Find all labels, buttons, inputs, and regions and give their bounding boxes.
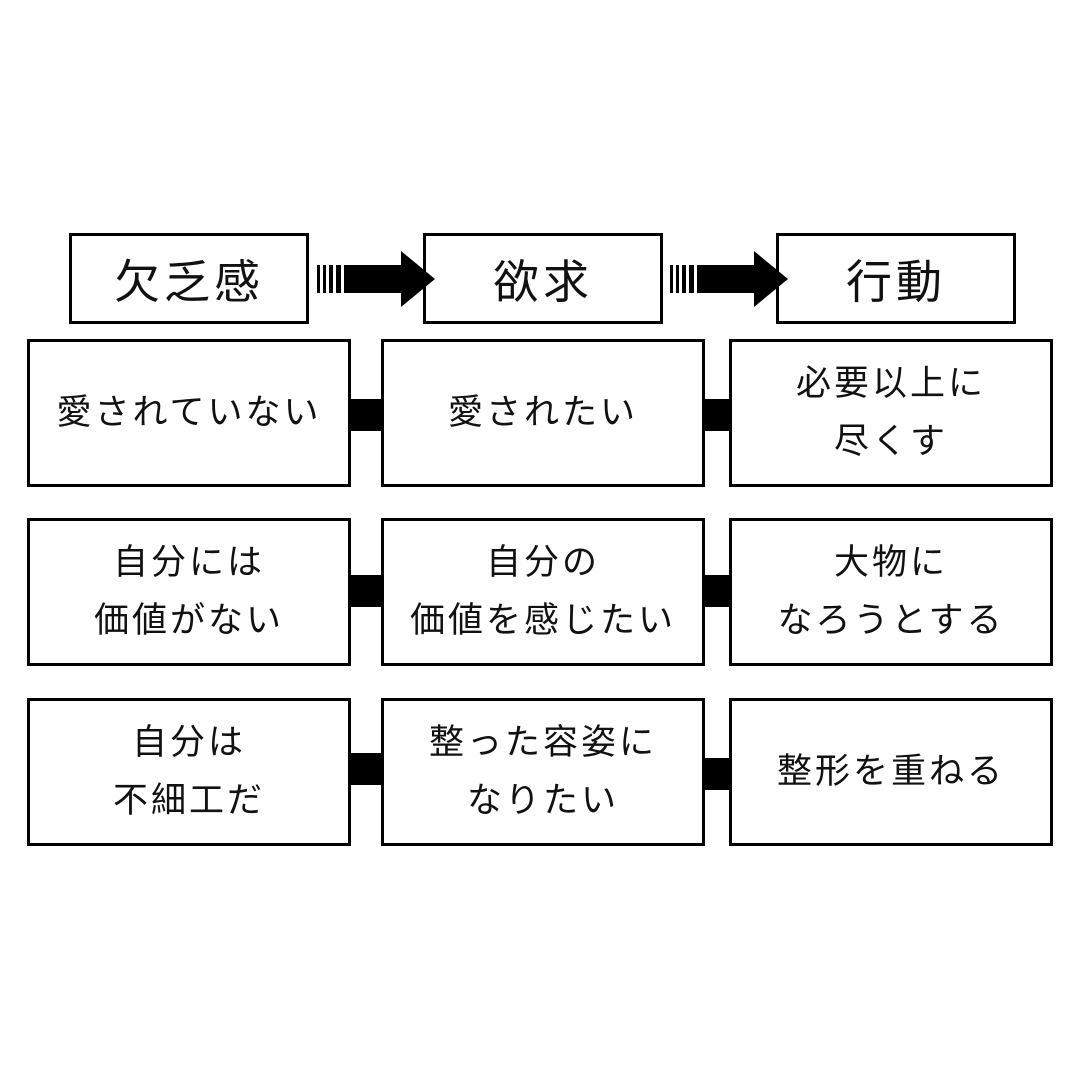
bar-connector [704, 758, 731, 790]
striped-right-arrow-icon [670, 251, 788, 307]
row-1-action-line-1: 必要以上に [795, 364, 986, 404]
row-1-desire-line-1: 愛されたい [447, 393, 638, 433]
row-3-desire: 整った容姿に なりたい [381, 698, 705, 846]
row-1-lack-line-1: 愛されていない [56, 393, 322, 433]
row-3-desire-line-2: なりたい [466, 781, 619, 821]
row-3-lack-line-1: 自分は [131, 723, 246, 763]
row-2-lack: 自分には 価値がない [27, 518, 351, 666]
row-2-lack-line-1: 自分には [112, 543, 265, 583]
header-desire: 欲求 [423, 233, 663, 324]
bar-connector [704, 399, 731, 431]
header-action-label: 行動 [846, 254, 946, 309]
header-lack-label: 欠乏感 [114, 254, 264, 309]
header-lack: 欠乏感 [69, 233, 309, 324]
row-3-lack-line-2: 不細工だ [112, 781, 265, 821]
striped-right-arrow-icon [317, 251, 435, 307]
row-1-action: 必要以上に 尽くす [729, 339, 1053, 487]
row-3-desire-line-1: 整った容姿に [428, 723, 657, 763]
bar-connector [350, 575, 383, 607]
row-2-action-line-1: 大物に [833, 543, 948, 583]
row-3-action: 整形を重ねる [729, 698, 1053, 846]
row-3-action-line-1: 整形を重ねる [776, 752, 1005, 792]
row-2-desire-line-1: 自分の [485, 543, 600, 583]
header-desire-label: 欲求 [493, 254, 593, 309]
bar-connector [704, 575, 731, 607]
row-2-desire: 自分の 価値を感じたい [381, 518, 705, 666]
row-1-lack: 愛されていない [27, 339, 351, 487]
row-2-action: 大物に なろうとする [729, 518, 1053, 666]
bar-connector [350, 399, 383, 431]
bar-connector [350, 753, 383, 785]
header-action: 行動 [776, 233, 1016, 324]
row-2-lack-line-2: 価値がない [93, 601, 284, 641]
row-2-action-line-2: なろうとする [777, 601, 1005, 641]
row-2-desire-line-2: 価値を感じたい [409, 601, 676, 641]
row-3-lack: 自分は 不細工だ [27, 698, 351, 846]
row-1-action-line-2: 尽くす [833, 422, 948, 462]
row-1-desire: 愛されたい [381, 339, 705, 487]
